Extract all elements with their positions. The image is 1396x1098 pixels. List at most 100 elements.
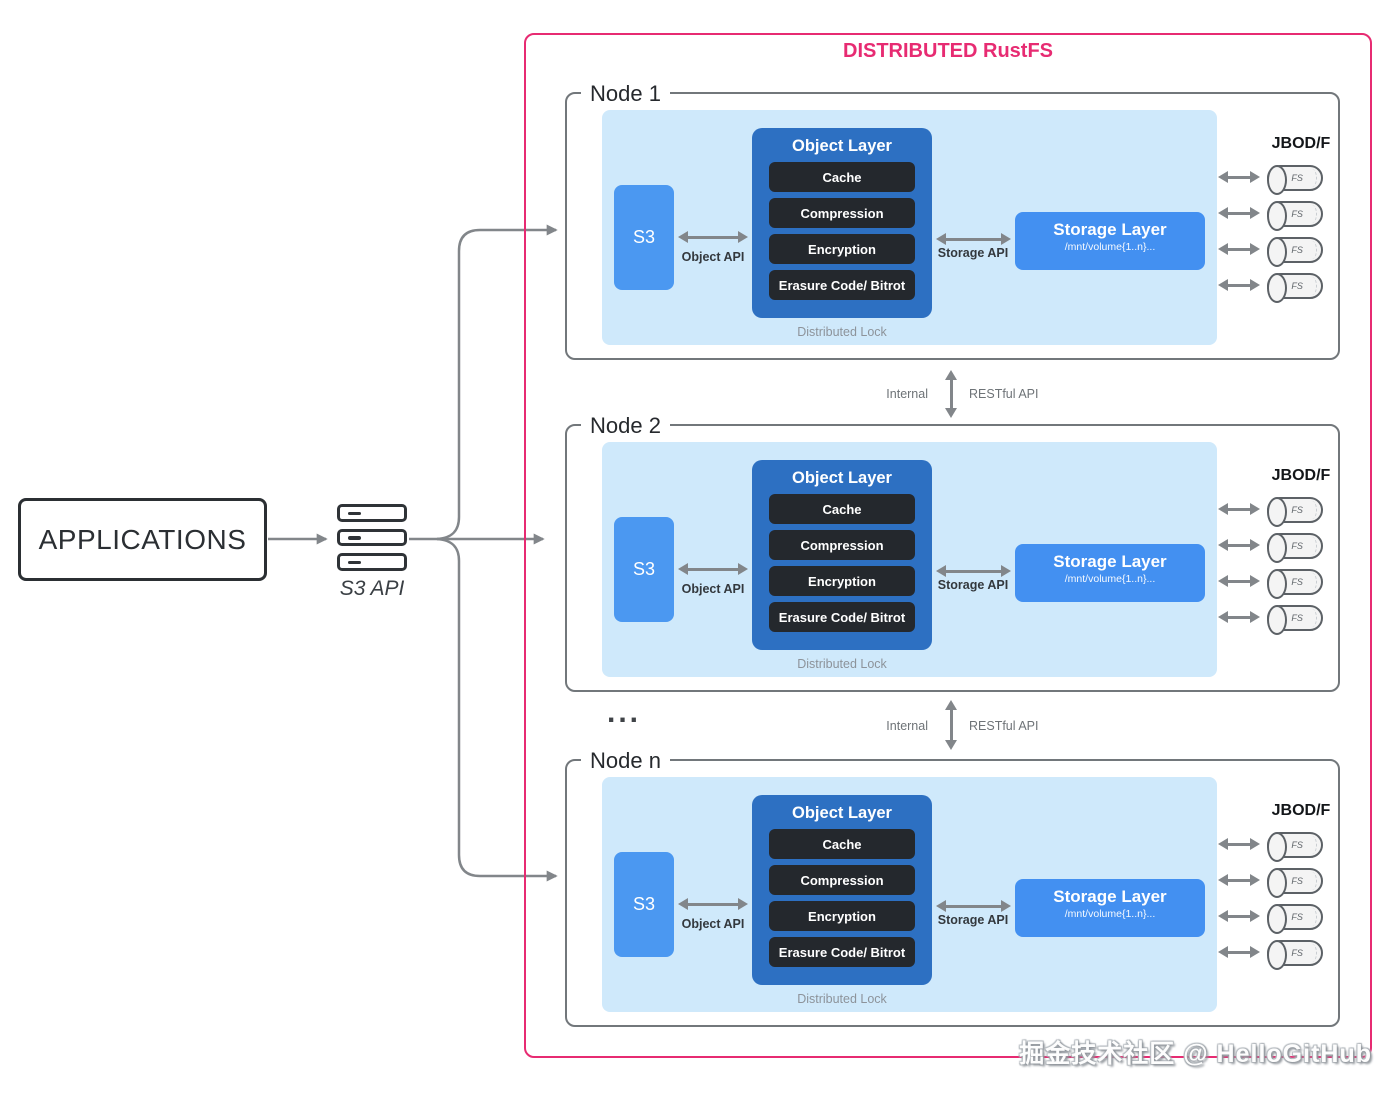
object-layer-item: Erasure Code/ Bitrot [769,270,915,300]
server-bar-icon [337,504,407,522]
object-api-arrow [678,563,748,575]
internode-arrow-2 [945,700,957,750]
object-layer: Object Layer Cache Compression Encryptio… [752,460,932,650]
object-layer-item: Encryption [769,566,915,596]
disk-arrow [1218,279,1260,291]
object-layer-item: Cache [769,829,915,859]
object-layer-item: Encryption [769,901,915,931]
disk-fs-label: FS [1291,876,1303,886]
object-layer-item: Compression [769,865,915,895]
disk-arrow [1218,874,1260,886]
storage-api-arrow [936,565,1011,577]
jbod-label: JBOD/F [1271,802,1331,819]
storage-api-label: Storage API [937,913,1009,927]
s3-api-label: S3 API [339,577,405,600]
branch-to-noden-arrow [436,537,558,882]
object-api-arrow [678,898,748,910]
disk-fs-label: FS [1291,577,1303,587]
storage-layer-path: /mnt/volume{1..n}... [1064,908,1156,920]
storage-layer: Storage Layer /mnt/volume{1..n}... [1015,879,1205,937]
disk-fs-label: FS [1291,840,1303,850]
disk-arrow [1218,207,1260,219]
disk-fs-label: FS [1291,505,1303,515]
disk-fs-label: FS [1291,209,1303,219]
disk-fs-label: FS [1291,245,1303,255]
storage-api-arrow [936,233,1011,245]
disk-fs-label: FS [1291,173,1303,183]
object-layer: Object Layer Cache Compression Encryptio… [752,128,932,318]
disk-arrow [1218,539,1260,551]
distributed-lock-label: Distributed Lock [797,325,887,339]
disk-arrow [1218,243,1260,255]
disk-cylinder: FS [1267,605,1323,635]
object-layer-item: Cache [769,494,915,524]
disk-cylinder: FS [1267,832,1323,862]
restful-api-label: RESTful API [969,387,1039,401]
disk-arrow [1218,575,1260,587]
distributed-lock-label: Distributed Lock [797,657,887,671]
storage-layer-title: Storage Layer [1053,887,1167,906]
object-layer-item: Erasure Code/ Bitrot [769,937,915,967]
storage-layer: Storage Layer /mnt/volume{1..n}... [1015,544,1205,602]
disk-fs-label: FS [1291,613,1303,623]
storage-api-arrow [936,900,1011,912]
storage-api-label: Storage API [937,578,1009,592]
cluster-title: DISTRIBUTED RustFS [843,40,1053,62]
restful-api-label: RESTful API [969,719,1039,733]
disk-fs-label: FS [1291,281,1303,291]
disk-cylinder: FS [1267,165,1323,195]
s3-box: S3 [614,517,674,622]
server-bar-icon [337,553,407,571]
object-api-arrow [678,231,748,243]
jbod-label: JBOD/F [1271,467,1331,484]
storage-layer-title: Storage Layer [1053,552,1167,571]
object-layer: Object Layer Cache Compression Encryptio… [752,795,932,985]
disk-fs-label: FS [1291,948,1303,958]
internal-label: Internal [886,387,928,401]
object-layer-item: Erasure Code/ Bitrot [769,602,915,632]
storage-api-label: Storage API [937,246,1009,260]
object-api-label: Object API [681,582,745,596]
watermark: 掘金技术社区 @ HelloGitHub [1019,1040,1372,1068]
disk-cylinder: FS [1267,533,1323,563]
node-title: Node n [581,747,670,774]
cluster-frame [524,33,1372,1058]
object-layer-title: Object Layer [792,469,892,487]
object-layer-item: Compression [769,198,915,228]
disk-cylinder: FS [1267,569,1323,599]
jbod-label: JBOD/F [1271,135,1331,152]
s3-api-server-icon [337,504,407,578]
disk-cylinder: FS [1267,904,1323,934]
disk-cylinder: FS [1267,273,1323,303]
node-n: Node n S3 Object API Object Layer Cache … [565,747,1340,1027]
internode-arrow-1 [945,370,957,418]
disk-arrow [1218,946,1260,958]
storage-layer-path: /mnt/volume{1..n}... [1064,241,1156,253]
storage-layer-title: Storage Layer [1053,220,1167,239]
object-layer-item: Cache [769,162,915,192]
distributed-lock-label: Distributed Lock [797,992,887,1006]
s3-label: S3 [632,894,656,914]
s3-box: S3 [614,852,674,957]
disk-fs-label: FS [1291,912,1303,922]
disk-cylinder: FS [1267,497,1323,527]
s3-label: S3 [632,559,656,579]
server-bar-icon [337,528,407,546]
node-title: Node 2 [581,412,670,439]
storage-layer: Storage Layer /mnt/volume{1..n}... [1015,212,1205,270]
node-title: Node 1 [581,80,670,107]
s3-box: S3 [614,185,674,290]
disk-cylinder: FS [1267,237,1323,267]
node-2: Node 2 S3 Object API Object Layer Cache … [565,412,1340,692]
more-nodes-ellipsis: ... [606,696,641,729]
s3-label: S3 [632,227,656,247]
disk-cylinder: FS [1267,868,1323,898]
object-layer-item: Compression [769,530,915,560]
object-api-label: Object API [681,917,745,931]
object-api-label: Object API [681,250,745,264]
disk-arrow [1218,611,1260,623]
disk-arrow [1218,171,1260,183]
disk-fs-label: FS [1291,541,1303,551]
object-layer-title: Object Layer [792,804,892,822]
